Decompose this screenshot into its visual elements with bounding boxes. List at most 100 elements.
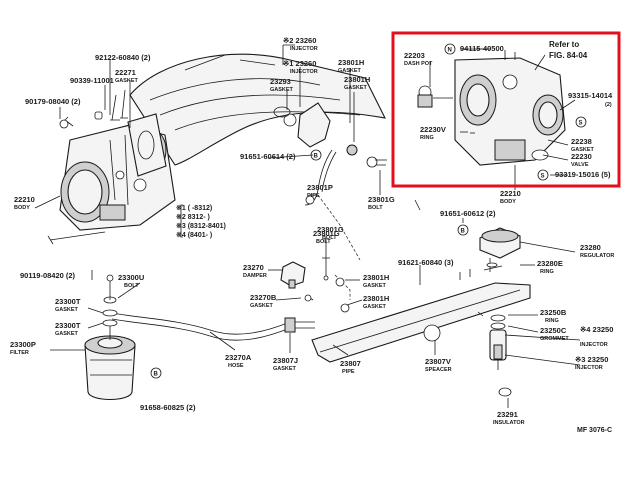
label-l22b: GASKET bbox=[250, 303, 274, 309]
label-l14c: ※3 (8312-8401) bbox=[176, 222, 226, 230]
label-l26: 23801H bbox=[363, 294, 389, 303]
label-h6: 22238 bbox=[571, 137, 592, 146]
callout-circles: N S S B B B bbox=[150, 43, 587, 379]
injector-left bbox=[273, 102, 387, 168]
label-l33b: RING bbox=[540, 269, 554, 275]
label-l1b: INJECTOR bbox=[290, 46, 318, 52]
label-l30: 91621-60840 (3) bbox=[398, 258, 454, 267]
callout-b-2-letter: B bbox=[461, 229, 466, 235]
legend-bracket bbox=[180, 204, 183, 238]
label-l14a: ※1 ( -8312) bbox=[176, 204, 212, 212]
label-l3: 22271 bbox=[115, 68, 136, 77]
label-l13: 23801G bbox=[368, 195, 395, 204]
label-l36b: INJECTOR bbox=[580, 342, 608, 348]
hose-23270a bbox=[111, 312, 315, 341]
callout-b-3-letter: B bbox=[154, 372, 159, 378]
label-l26b: GASKET bbox=[363, 304, 387, 310]
label-l6: ※1 23260 bbox=[283, 59, 316, 68]
label-l34: 23250B bbox=[540, 308, 567, 317]
label-h7b: VALVE bbox=[571, 162, 589, 168]
part-labels: ※2 23260 INJECTOR 92122-60840 (2) 22271 … bbox=[10, 36, 614, 426]
label-l32: 23280 bbox=[580, 243, 601, 252]
callout-b-3 bbox=[150, 367, 162, 379]
callout-b-2 bbox=[457, 224, 469, 236]
label-l24b: BOLT bbox=[316, 239, 331, 245]
label-l39b: BOLT bbox=[322, 235, 337, 241]
callout-s-2 bbox=[537, 169, 549, 181]
label-l21b: DAMPER bbox=[243, 273, 267, 279]
label-h4b: (2) bbox=[605, 102, 612, 108]
label-l38b: INSULATOR bbox=[493, 420, 525, 426]
label-h2: 94115-40500 bbox=[460, 44, 504, 53]
label-l12b: PIPE bbox=[307, 193, 320, 199]
label-h4: 93315-14014 bbox=[568, 91, 613, 100]
label-l28: 23807 bbox=[340, 359, 361, 368]
damper-23270 bbox=[280, 261, 306, 289]
delivery-pipe-23807 bbox=[311, 269, 531, 363]
figure-code: MF 3076-C bbox=[577, 427, 612, 434]
label-l14d: ※4 (8401- ) bbox=[176, 231, 212, 239]
label-l25b: GASKET bbox=[363, 283, 387, 289]
label-h7: 22230 bbox=[571, 152, 592, 161]
label-l12: 23801P bbox=[307, 183, 333, 192]
left-bolts bbox=[47, 89, 128, 245]
label-h6b: GASKET bbox=[571, 147, 595, 153]
intake-chamber bbox=[129, 53, 386, 166]
label-l18b: GASKET bbox=[55, 331, 79, 337]
label-l31: 91651-60612 (2) bbox=[440, 209, 496, 218]
callout-s-1-letter: S bbox=[579, 121, 583, 127]
label-l29: 23807V bbox=[425, 357, 451, 366]
label-l27: 23807J bbox=[273, 356, 298, 365]
label-l10b: BODY bbox=[14, 205, 30, 211]
label-l34b: RING bbox=[545, 318, 559, 324]
callout-s-2-letter: S bbox=[541, 174, 545, 180]
injector-right bbox=[477, 311, 512, 397]
label-l27b: GASKET bbox=[273, 366, 297, 372]
bolts-center bbox=[304, 194, 361, 313]
label-l16: 23300U bbox=[118, 273, 144, 282]
label-h3: Refer to bbox=[549, 40, 579, 49]
label-l36: ※4 23250 bbox=[580, 325, 613, 334]
label-l5: 90179-08040 (2) bbox=[25, 97, 81, 106]
leader-lines bbox=[34, 44, 581, 408]
label-l9b: GASKET bbox=[344, 85, 368, 91]
label-l1: ※2 23260 bbox=[283, 36, 316, 45]
throttle-body-highlighted bbox=[417, 50, 566, 166]
regulator-23280 bbox=[479, 227, 521, 272]
label-h1b: DASH POT bbox=[404, 61, 433, 67]
label-h8: 93319-15016 (5) bbox=[555, 170, 611, 179]
highlight-box bbox=[391, 31, 621, 188]
pipe-23801p bbox=[304, 149, 337, 206]
label-h3b: FIG. 84-04 bbox=[549, 51, 588, 60]
label-h5b: RING bbox=[420, 135, 434, 141]
callout-n bbox=[444, 43, 456, 55]
label-l21: 23270 bbox=[243, 263, 264, 272]
label-l38: 23291 bbox=[497, 410, 518, 419]
label-l32b: REGULATOR bbox=[580, 253, 614, 259]
label-h5: 22230V bbox=[420, 125, 446, 134]
label-l33: 23280E bbox=[537, 259, 563, 268]
gasket-22271 bbox=[127, 113, 167, 177]
label-l19: 23300P bbox=[10, 340, 36, 349]
label-l7b: GASKET bbox=[338, 68, 362, 74]
label-l23: 23270A bbox=[225, 353, 252, 362]
label-l7: 23801H bbox=[338, 58, 364, 67]
label-l4: 90339-11001 bbox=[70, 76, 114, 85]
label-l29b: SPEACER bbox=[425, 367, 452, 373]
label-h1: 22203 bbox=[404, 51, 425, 60]
label-l25: 23801H bbox=[363, 273, 389, 282]
label-l15: 90119-08420 (2) bbox=[20, 271, 76, 280]
label-l18: 23300T bbox=[55, 321, 81, 330]
label-l9: 23801H bbox=[344, 75, 370, 84]
label-l28b: PIPE bbox=[342, 369, 355, 375]
label-l37: ※3 23250 bbox=[575, 355, 608, 364]
label-l37b: INJECTOR bbox=[575, 365, 603, 371]
label-l11: 91651-60614 (2) bbox=[240, 152, 296, 161]
callout-s-1 bbox=[575, 116, 587, 128]
label-l8: 23293 bbox=[270, 77, 291, 86]
callout-b-1-letter: B bbox=[314, 154, 319, 160]
label-l22: 23270B bbox=[250, 293, 277, 302]
label-l39: 23801G bbox=[317, 225, 344, 234]
label-l14b: ※2 8312- ) bbox=[176, 213, 210, 221]
label-l23b: HOSE bbox=[228, 363, 244, 369]
